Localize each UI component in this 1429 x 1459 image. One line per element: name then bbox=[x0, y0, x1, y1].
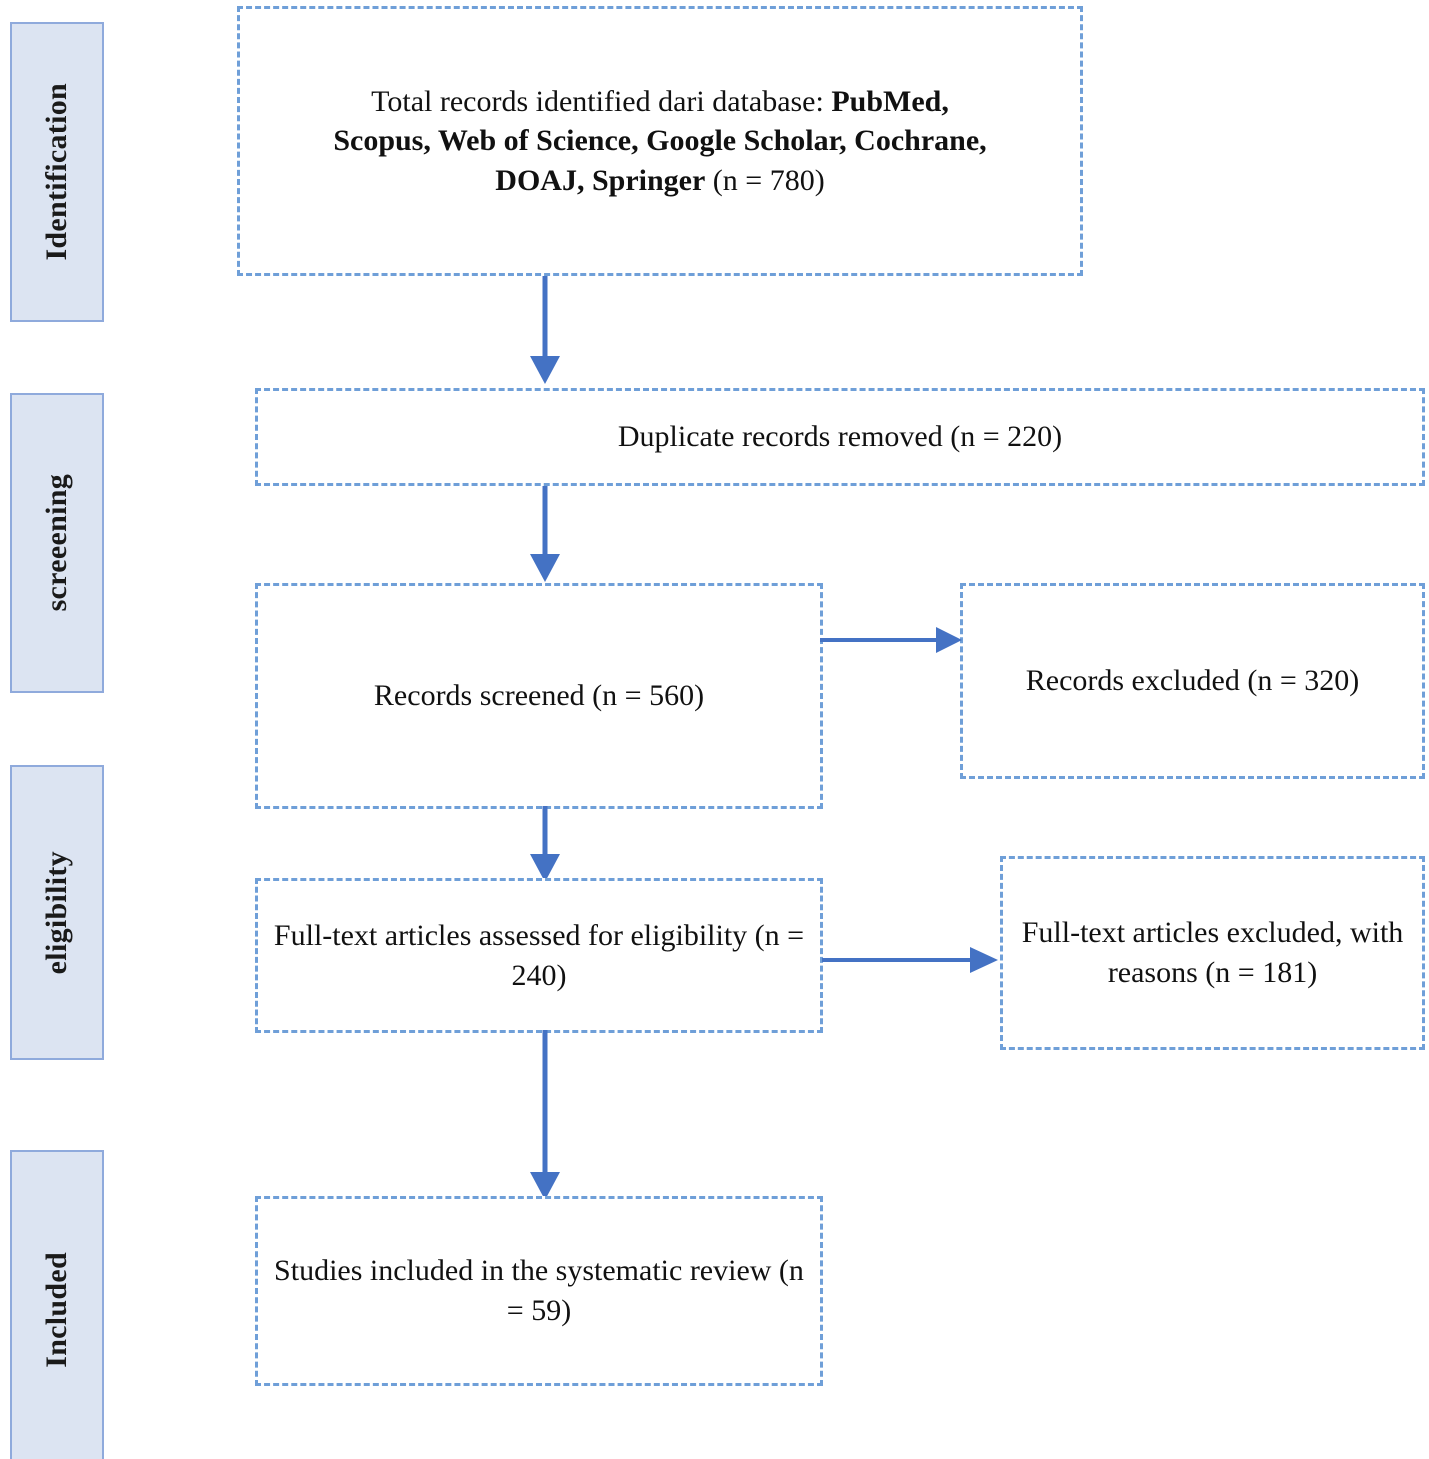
box-records-identified: Total records identified dari database: … bbox=[237, 6, 1083, 276]
arrow-screened-to-excluded bbox=[820, 627, 962, 653]
identified-line1-plain: Total records identified dari database: bbox=[371, 84, 832, 118]
stage-label-included: Included bbox=[10, 1150, 104, 1459]
identified-line3-bold: DOAJ, Springer bbox=[495, 163, 706, 197]
box-records-excluded-text: Records excluded (n = 320) bbox=[1025, 664, 1360, 698]
stage-label-screening: screeening bbox=[10, 393, 104, 693]
arrow-duplicates-to-screened bbox=[530, 486, 560, 582]
box-fulltext-excluded: Full-text articles excluded, with reason… bbox=[1000, 856, 1425, 1050]
arrow-screened-to-fulltext bbox=[530, 806, 560, 882]
box-studies-included-text: Studies included in the systematic revie… bbox=[274, 1254, 804, 1327]
box-fulltext-assessed: Full-text articles assessed for eligibil… bbox=[255, 878, 823, 1033]
box-records-screened: Records screened (n = 560) bbox=[255, 583, 823, 809]
identified-line1-bold: PubMed, bbox=[831, 84, 949, 118]
stage-label-screening-text: screeening bbox=[40, 474, 73, 612]
box-studies-included: Studies included in the systematic revie… bbox=[255, 1196, 823, 1386]
box-records-screened-text: Records screened (n = 560) bbox=[373, 679, 705, 713]
box-records-excluded: Records excluded (n = 320) bbox=[960, 583, 1425, 779]
box-duplicate-records-removed-text: Duplicate records removed (n = 220) bbox=[617, 420, 1063, 454]
box-fulltext-assessed-text: Full-text articles assessed for eligibil… bbox=[273, 918, 805, 992]
box-records-identified-text: Total records identified dari database: … bbox=[333, 82, 986, 201]
box-fulltext-excluded-text: Full-text articles excluded, with reason… bbox=[1021, 916, 1404, 989]
stage-label-identification-text: Identification bbox=[40, 83, 73, 261]
arrow-fulltext-to-excluded bbox=[822, 947, 998, 973]
identified-line3-plain: (n = 780) bbox=[705, 163, 825, 197]
identified-line2-bold: Scopus, Web of Science, Google Scholar, … bbox=[333, 124, 987, 158]
stage-label-eligibility: eligibility bbox=[10, 765, 104, 1060]
stage-label-included-text: Included bbox=[40, 1252, 73, 1368]
stage-label-identification: Identification bbox=[10, 22, 104, 322]
box-duplicate-records-removed: Duplicate records removed (n = 220) bbox=[255, 388, 1425, 486]
arrow-identified-to-duplicates bbox=[530, 276, 560, 384]
stage-label-eligibility-text: eligibility bbox=[40, 850, 73, 975]
arrow-fulltext-to-included bbox=[530, 1030, 560, 1200]
